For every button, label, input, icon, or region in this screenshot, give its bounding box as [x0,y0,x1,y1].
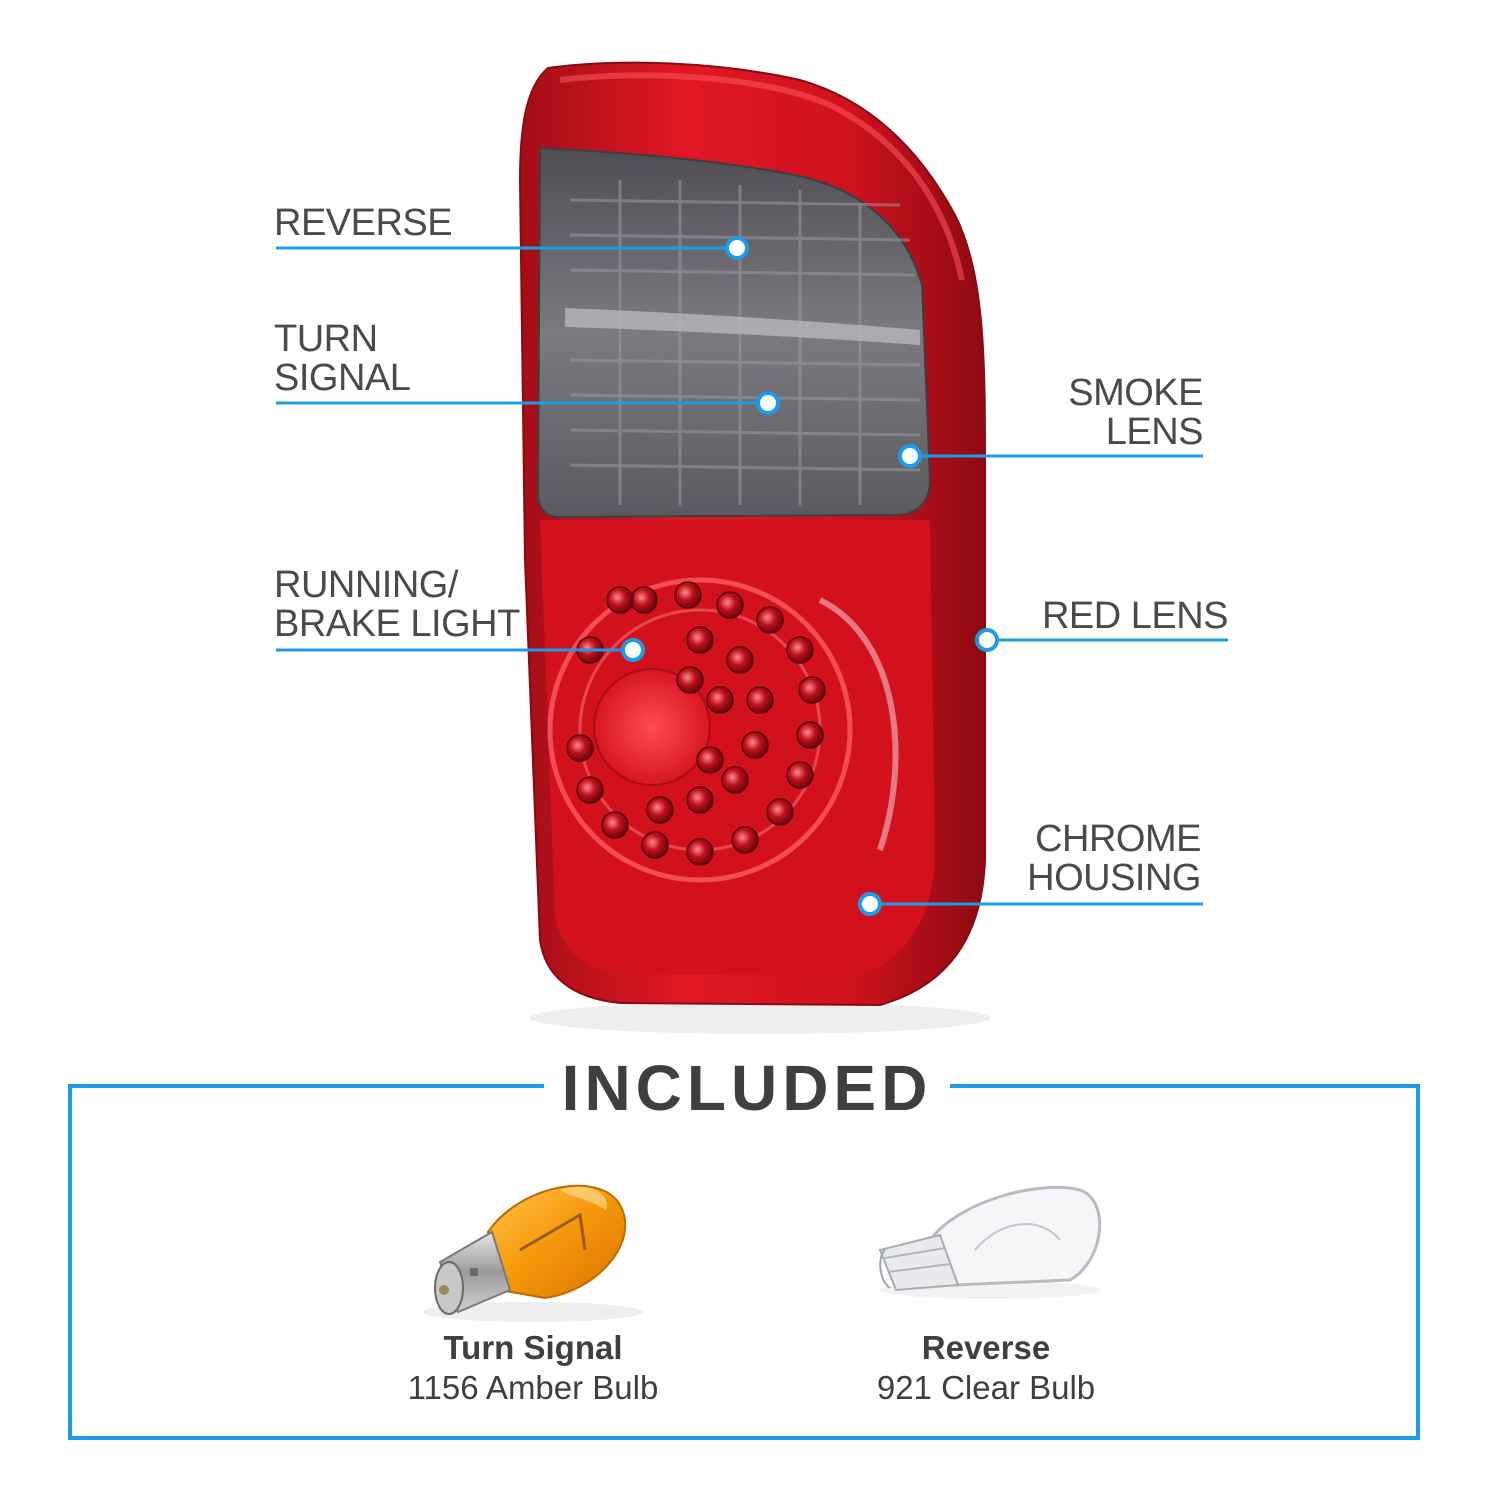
led-dot [741,731,769,759]
included-item-reverse: Reverse 921 Clear Bulb [836,1328,1136,1408]
callout-label-chrome-housing: CHROME HOUSING [1027,818,1201,899]
callout-dot-running-brake-light [621,638,645,662]
callout-leaders [276,236,1228,916]
callout-label-running-brake-light: RUNNING/ BRAKE LIGHT [274,564,520,645]
smoke-divider-bar [565,308,920,345]
callout-label-turn-signal: TURN SIGNAL [274,318,411,399]
led-dot [566,734,594,762]
callout-label-smoke-lens: SMOKE LENS [1068,372,1203,453]
led-ring [547,577,853,883]
led-dot [766,798,794,826]
included-item-desc: 1156 Amber Bulb [407,1369,659,1406]
led-dot [798,676,826,704]
led-dot [630,586,658,614]
led-dot [686,626,714,654]
included-item-name: Reverse [921,1329,1051,1366]
led-dot [721,766,749,794]
reflector-disc [593,668,711,786]
callout-dot-smoke-lens [898,444,922,468]
callout-dot-reverse [725,236,749,260]
led-dot [786,761,814,789]
included-frame [68,1084,1420,1440]
callout-label-red-lens: RED LENS [1041,595,1229,637]
led-dot [646,796,674,824]
led-dot [686,838,714,866]
led-dot [641,831,669,859]
led-dot [606,586,634,614]
led-dot [686,786,714,814]
red-lens-panel [540,520,935,975]
led-dot [786,636,814,664]
led-dot [756,606,784,634]
included-title: INCLUDED [544,1048,950,1128]
lens-highlight [559,72,965,281]
led-dot [731,826,759,854]
housing-swirl [818,597,899,851]
led-dot [726,646,754,674]
included-item-name: Turn Signal [443,1329,623,1366]
callout-dot-chrome-housing [858,892,882,916]
led-dot [716,591,744,619]
led-dot [676,666,704,694]
led-dot [696,746,724,774]
smoke-lens-ribs [569,180,921,505]
callout-dot-turn-signal [756,391,780,415]
included-item-turn-signal: Turn Signal 1156 Amber Bulb [380,1328,686,1408]
callout-dot-red-lens [975,628,999,652]
led-dot [674,581,702,609]
led-dot [576,776,604,804]
led-dot [601,811,629,839]
led-dot [746,686,774,714]
lamp-shadow [530,1002,990,1034]
led-dot [706,686,734,714]
led-dot [796,721,824,749]
included-item-desc: 921 Clear Bulb [876,1369,1096,1406]
callout-label-reverse: REVERSE [274,202,453,244]
